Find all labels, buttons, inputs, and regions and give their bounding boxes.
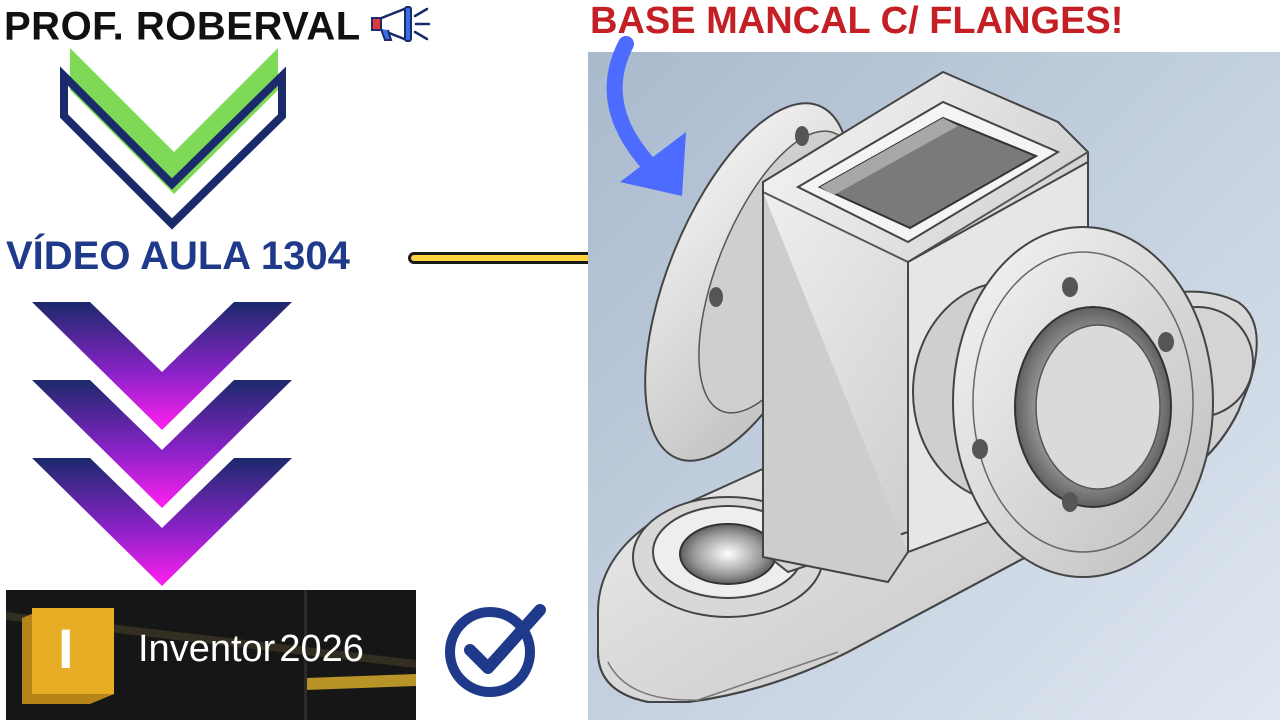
author-name: PROF. ROBERVAL [4,4,361,49]
author-title: PROF. ROBERVAL [4,4,431,54]
curved-arrow-icon [606,36,686,196]
megaphone-icon [369,4,431,54]
lesson-title: VÍDEO AULA 1304 [6,234,350,278]
inventor-logo-letter: I [58,617,74,680]
software-year: 2026 [279,628,364,670]
banner-background [6,590,416,720]
check-circle-icon [442,600,552,705]
cad-viewport [588,52,1280,720]
software-name: Inventor [138,628,276,670]
triple-chevron-down-icon [32,302,292,586]
pillow-block-flange-model [588,52,1280,720]
headline: BASE MANCAL C/ FLANGES! [590,0,1124,42]
chevron-down-icon [60,48,286,230]
